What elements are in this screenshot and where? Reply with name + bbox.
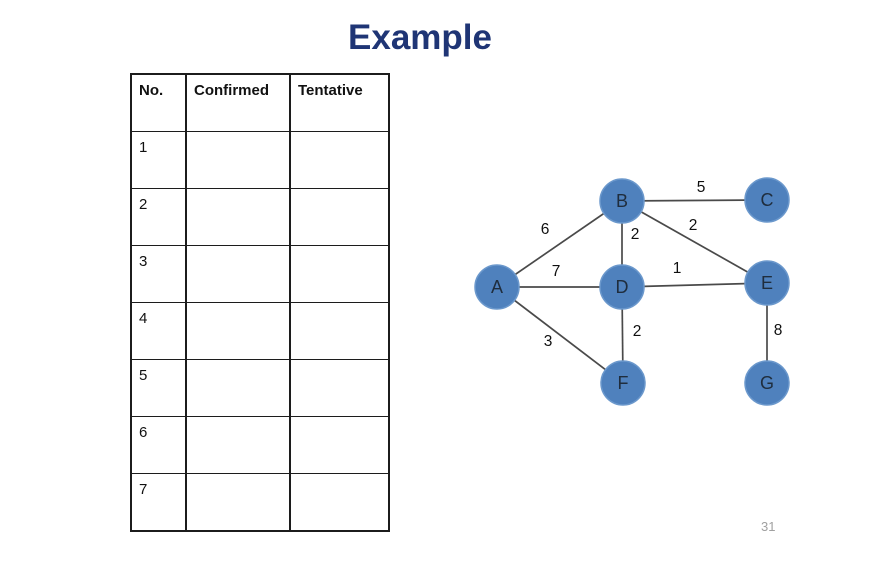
graph-node-F (600, 360, 646, 406)
graph-node-C (744, 177, 790, 223)
tentative-cell (289, 131, 390, 189)
table-header-cell-confirmed: Confirmed (185, 73, 291, 132)
table-row: 1 (130, 131, 390, 189)
confirmed-cell (185, 188, 291, 246)
table-row: 4 (130, 302, 390, 360)
tentative-cell (289, 359, 390, 417)
graph-edge-D-E (621, 282, 768, 288)
table-header-row: No. Confirmed Tentative (130, 73, 390, 132)
table-row: 7 (130, 473, 390, 532)
slide-title: Example (348, 18, 492, 57)
graph-node-label-B: B (616, 191, 628, 211)
graph-node-A (474, 264, 520, 310)
edge-weight-label-D-F: 2 (633, 323, 642, 340)
tentative-cell (289, 188, 390, 246)
graph-edge-B-E (621, 200, 768, 284)
table-header-cell-tentative: Tentative (289, 73, 390, 132)
confirmed-cell (185, 245, 291, 303)
graph-node-label-A: A (491, 277, 503, 297)
confirmed-cell (185, 302, 291, 360)
row-no-cell: 3 (130, 245, 187, 303)
tentative-cell (289, 473, 390, 532)
edge-weight-label-A-D: 7 (552, 263, 561, 280)
edge-weight-label-B-C: 5 (697, 179, 706, 196)
row-no-cell: 2 (130, 188, 187, 246)
edge-weight-label-D-E: 1 (673, 260, 682, 277)
graph-edge-A-F (496, 286, 624, 384)
edge-weight-label-A-B: 6 (541, 221, 550, 238)
page-number: 31 (761, 519, 776, 534)
table-row: 3 (130, 245, 390, 303)
graph-node-label-E: E (761, 273, 773, 293)
graph-node-D (599, 264, 645, 310)
graph-node-label-G: G (760, 373, 774, 393)
graph-node-B (599, 178, 645, 224)
graph-node-G (744, 360, 790, 406)
row-no-cell: 6 (130, 416, 187, 474)
tentative-cell (289, 302, 390, 360)
row-no-cell: 7 (130, 473, 187, 532)
confirmed-cell (185, 473, 291, 532)
edge-weight-label-E-G: 8 (774, 322, 783, 339)
table-row: 2 (130, 188, 390, 246)
row-no-cell: 5 (130, 359, 187, 417)
confirmed-cell (185, 416, 291, 474)
graph-node-label-D: D (616, 277, 629, 297)
tentative-cell (289, 416, 390, 474)
confirmed-cell (185, 131, 291, 189)
graph-node-E (744, 260, 790, 306)
edge-weight-label-B-E: 2 (689, 217, 698, 234)
graph-node-label-F: F (618, 373, 629, 393)
tentative-cell (289, 245, 390, 303)
graph-node-label-C: C (761, 190, 774, 210)
edge-weight-label-A-F: 3 (544, 333, 553, 350)
table-header-cell-no: No. (130, 73, 187, 132)
row-no-cell: 4 (130, 302, 187, 360)
graph-edge-B-C (621, 199, 768, 202)
edge-weight-label-B-D: 2 (631, 226, 640, 243)
graph-edge-A-B (496, 200, 623, 288)
table-row: 6 (130, 416, 390, 474)
